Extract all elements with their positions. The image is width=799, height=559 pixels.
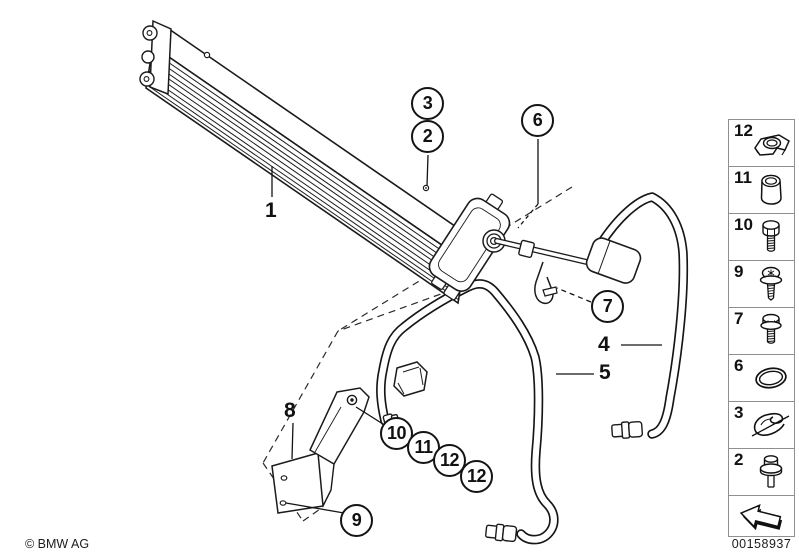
legend-item-9[interactable]: 9 — [729, 261, 794, 308]
legend-item-2[interactable]: 2 — [729, 449, 794, 496]
torx-screw-icon — [759, 266, 783, 301]
hose-clamp-drawing — [393, 361, 428, 397]
diagram-number: 00158937 — [731, 537, 792, 551]
legend-number: 11 — [734, 168, 752, 187]
legend-item-3[interactable]: 3 — [729, 402, 794, 449]
parts-legend: 12 11 10 — [728, 119, 795, 537]
label-4[interactable]: 4 — [598, 333, 610, 356]
bracket-drawing — [271, 387, 370, 514]
callout-12b[interactable]: 12 — [460, 460, 493, 493]
end-cap-drawing — [428, 193, 511, 301]
legend-number: 7 — [734, 309, 744, 328]
oil-cooler-drawing — [145, 25, 480, 305]
leader-lines — [271, 139, 662, 514]
callout-10[interactable]: 10 — [380, 417, 413, 450]
hose-end-fitting — [611, 420, 644, 439]
hose-5-drawing — [376, 279, 559, 545]
callout-7[interactable]: 7 — [591, 290, 624, 323]
callout-2[interactable]: 2 — [411, 120, 444, 153]
hex-bolt-icon — [762, 220, 780, 252]
legend-nav-arrow[interactable] — [729, 496, 794, 536]
legend-item-6[interactable]: 6 — [729, 355, 794, 402]
label-1[interactable]: 1 — [265, 199, 277, 222]
legend-number: 9 — [734, 262, 744, 281]
washer-bolt-icon — [759, 455, 783, 488]
callout-6[interactable]: 6 — [521, 104, 554, 137]
legend-item-11[interactable]: 11 — [729, 167, 794, 214]
mounting-flange-drawing — [139, 19, 172, 96]
hose-end-fitting — [485, 523, 518, 543]
legend-number: 6 — [734, 356, 744, 375]
legend-number: 10 — [734, 215, 753, 234]
legend-number: 12 — [734, 121, 753, 140]
hose-4-drawing — [595, 192, 689, 439]
flange-bolt-icon — [760, 313, 782, 344]
legend-item-12[interactable]: 12 — [729, 120, 794, 167]
back-arrow-icon — [739, 504, 783, 531]
o-ring-icon — [755, 367, 787, 389]
callout-9[interactable]: 9 — [340, 504, 373, 537]
legend-number: 3 — [734, 403, 744, 422]
copyright: © BMW AG — [25, 537, 90, 551]
connector-rod-drawing — [494, 237, 642, 305]
legend-number: 2 — [734, 450, 744, 469]
label-8[interactable]: 8 — [284, 399, 296, 422]
sleeve-icon — [760, 174, 782, 205]
legend-item-7[interactable]: 7 — [729, 308, 794, 355]
callout-3[interactable]: 3 — [411, 87, 444, 120]
hose-clamp-icon — [754, 134, 790, 156]
label-5[interactable]: 5 — [599, 361, 611, 384]
spring-clip-icon — [751, 412, 790, 437]
legend-item-10[interactable]: 10 — [729, 214, 794, 261]
